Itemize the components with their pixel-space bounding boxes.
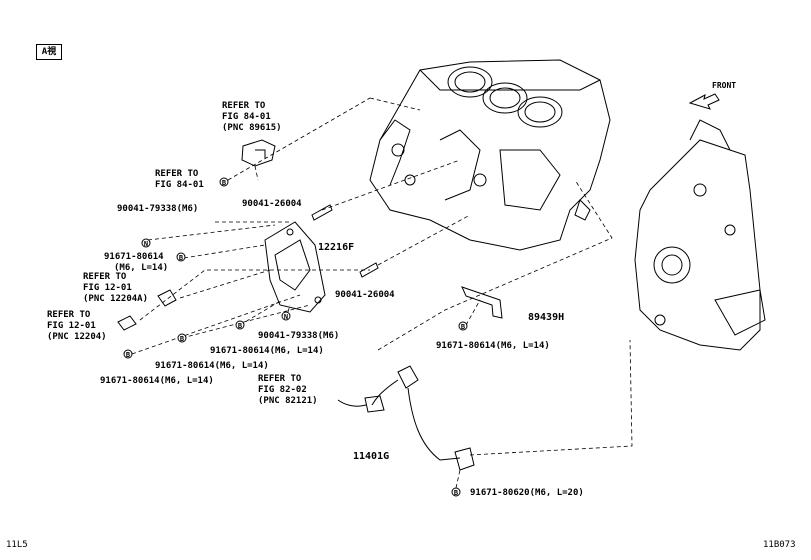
- svg-text:B: B: [238, 322, 242, 330]
- label-89439H: 89439H: [528, 312, 565, 323]
- marker-b-1: B: [219, 177, 229, 187]
- marker-b-2: B: [176, 252, 186, 262]
- front-label: FRONT: [712, 81, 737, 90]
- front-arrow-icon: [688, 93, 720, 110]
- label-12216F: 12216F: [318, 242, 355, 253]
- svg-text:N: N: [284, 313, 288, 321]
- svg-text:N: N: [144, 240, 148, 248]
- marker-b-6: B: [458, 321, 468, 331]
- sensor-harness-11401G: [337, 365, 475, 471]
- label-11401G: 11401G: [353, 451, 390, 462]
- engine-block: [369, 59, 611, 251]
- corner-code-left: 11L5: [6, 540, 28, 550]
- label-91671-80620: 91671-80620(M6, L=20): [470, 488, 584, 498]
- marker-b-4: B: [177, 333, 187, 343]
- gasket-12216F: [264, 221, 326, 313]
- label-91671-80614-c: 91671-80614(M6, L=14): [155, 361, 269, 371]
- marker-b-7: B: [451, 487, 461, 497]
- stud-bolt-upper: [311, 204, 333, 221]
- svg-text:B: B: [454, 489, 458, 497]
- plug-12204: [117, 315, 137, 331]
- svg-text:B: B: [126, 351, 130, 359]
- marker-n-1: N: [141, 238, 151, 248]
- marker-b-5: B: [123, 349, 133, 359]
- label-91671-80614-d: 91671-80614(M6, L=14): [100, 376, 214, 386]
- label-90041-26004-top: 90041-26004: [242, 199, 302, 209]
- corner-code-right: 11B073: [763, 540, 796, 550]
- svg-text:B: B: [180, 335, 184, 343]
- label-90041-79338-bot: 90041-79338(M6): [258, 331, 340, 341]
- timing-cover: [634, 119, 766, 351]
- svg-text:B: B: [222, 179, 226, 187]
- plug-12204A: [157, 289, 177, 307]
- bracket-89439H: [461, 286, 503, 319]
- label-90041-26004-bot: 90041-26004: [335, 290, 395, 300]
- knock-sensor: [241, 139, 276, 167]
- label-91671-80614-e: 91671-80614(M6, L=14): [436, 341, 550, 351]
- label-91671-80614-a: 91671-80614(M6, L=14): [104, 252, 169, 273]
- view-a-tag: A視: [36, 44, 62, 60]
- svg-text:B: B: [179, 254, 183, 262]
- stud-bolt-lower: [359, 262, 379, 278]
- marker-n-2: N: [281, 311, 291, 321]
- marker-b-3: B: [235, 320, 245, 330]
- svg-text:B: B: [461, 323, 465, 331]
- label-91671-80614-b: 91671-80614(M6, L=14): [210, 346, 324, 356]
- label-90041-79338-left: 90041-79338(M6): [117, 204, 199, 214]
